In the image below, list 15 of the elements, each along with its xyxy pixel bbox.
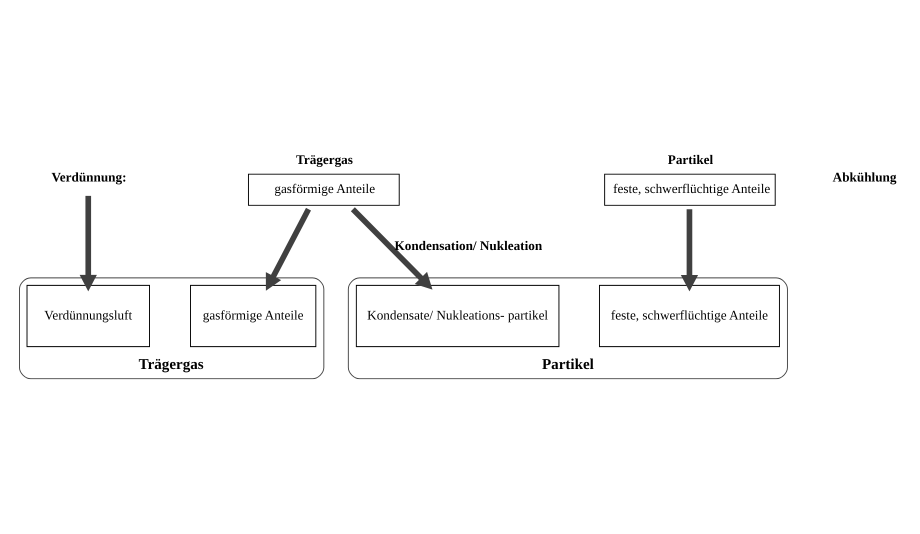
arrow — [266, 207, 311, 290]
arrow — [80, 195, 97, 291]
arrow — [680, 208, 698, 291]
node-text: Verdünnung: — [52, 168, 127, 184]
node-box: feste, schwerflüchtige Anteile — [599, 284, 780, 347]
edge-label: Kondensation/ Nukleation — [394, 237, 542, 252]
node-label: Partikel — [668, 152, 714, 167]
node-box: Kondensate/ Nukleations- partikel — [356, 284, 560, 347]
node-label: Trägergas — [296, 152, 353, 167]
node-box: feste, schwerflüchtige Anteile — [604, 173, 776, 206]
node-box: gasförmige Anteile — [190, 284, 316, 347]
node-box: gasförmige Anteile — [248, 173, 400, 206]
node-box: Verdünnungsluft — [26, 284, 150, 347]
arrow — [350, 206, 432, 290]
label: Abkühlung — [832, 168, 896, 184]
